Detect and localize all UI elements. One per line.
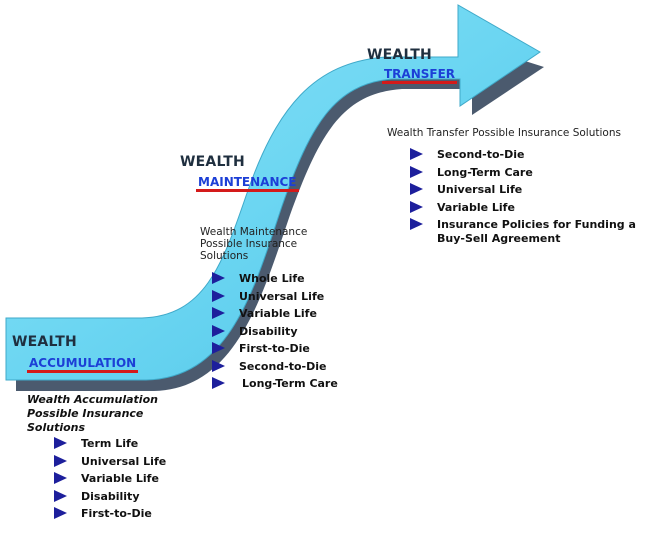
list-item: Term Life: [54, 437, 166, 451]
list-item: Second-to-Die: [410, 148, 660, 162]
blue-triangle-bullet-icon: [212, 359, 225, 372]
blue-triangle-bullet-icon: [410, 218, 423, 230]
accumulation-title: WEALTH: [12, 334, 77, 350]
maintenance-subtitle: MAINTENANCE: [196, 175, 299, 192]
blue-triangle-bullet-icon: [212, 342, 225, 354]
list-item: Universal Life: [54, 454, 166, 469]
blue-triangle-bullet-icon: [212, 307, 225, 319]
list-item: Long-Term Care: [212, 377, 338, 391]
list-item: Variable Life: [54, 472, 166, 486]
list-item: First-to-Die: [212, 342, 338, 356]
arrow-shadow: [16, 43, 544, 391]
maintenance-solutions-heading: Wealth Maintenance Possible Insurance So…: [200, 226, 308, 262]
transfer-solutions-heading: Wealth Transfer Possible Insurance Solut…: [387, 127, 621, 139]
transfer-subtitle: TRANSFER: [382, 67, 458, 84]
list-item: Second-to-Die: [212, 359, 338, 374]
accumulation-subtitle: ACCUMULATION: [27, 356, 139, 373]
blue-triangle-bullet-icon: [54, 507, 67, 519]
list-item: Universal Life: [410, 183, 660, 197]
list-item: Disability: [212, 324, 338, 339]
blue-triangle-bullet-icon: [410, 148, 423, 160]
blue-triangle-bullet-icon: [212, 272, 225, 284]
list-item: Variable Life: [212, 307, 338, 321]
blue-triangle-bullet-icon: [410, 165, 423, 178]
blue-triangle-bullet-icon: [54, 472, 67, 484]
list-item: Whole Life: [212, 272, 338, 286]
transfer-solutions-list: Second-to-Die Long-Term Care Universal L…: [410, 148, 660, 246]
transfer-title: WEALTH: [367, 47, 432, 63]
blue-triangle-bullet-icon: [54, 454, 67, 467]
list-item: Universal Life: [212, 289, 338, 304]
blue-triangle-bullet-icon: [212, 377, 225, 389]
list-item: Variable Life: [410, 200, 660, 215]
arrow-body: [5, 4, 541, 381]
blue-triangle-bullet-icon: [54, 489, 67, 502]
maintenance-solutions-list: Whole Life Universal Life Variable Life …: [212, 272, 338, 391]
maintenance-title: WEALTH: [180, 154, 245, 170]
list-item: Long-Term Care: [410, 165, 660, 180]
blue-triangle-bullet-icon: [212, 289, 225, 302]
accumulation-solutions-heading: Wealth Accumulation Possible Insurance S…: [27, 393, 158, 434]
blue-triangle-bullet-icon: [410, 183, 423, 195]
list-item: Insurance Policies for Funding a Buy-Sel…: [410, 218, 660, 246]
blue-triangle-bullet-icon: [212, 324, 225, 337]
list-item: Disability: [54, 489, 166, 504]
blue-triangle-bullet-icon: [54, 437, 67, 449]
accumulation-solutions-list: Term Life Universal Life Variable Life D…: [54, 437, 166, 521]
blue-triangle-bullet-icon: [410, 200, 423, 213]
list-item: First-to-Die: [54, 507, 166, 521]
